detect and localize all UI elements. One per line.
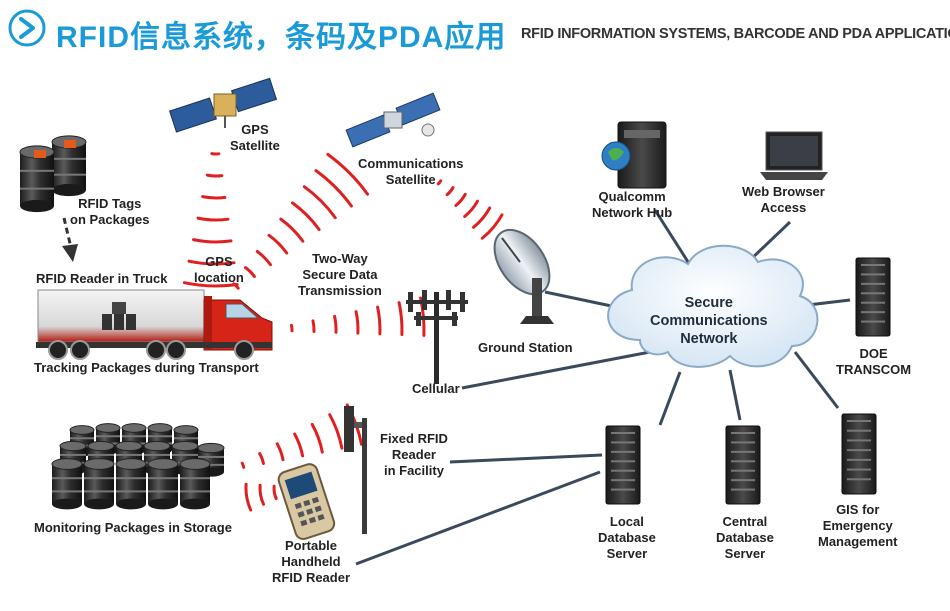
laptop-icon <box>760 131 828 180</box>
handheld-rfid-reader-icon <box>277 463 336 540</box>
arrow-down-icon <box>62 217 78 262</box>
signal-arc <box>480 213 504 240</box>
signal-arc <box>279 217 305 243</box>
label-rfid-reader-truck: RFID Reader in Truck <box>36 271 168 286</box>
drum-icon <box>115 458 147 510</box>
link-gis <box>793 351 840 409</box>
signal-arc <box>354 310 360 335</box>
fixed-rfid-reader-icon <box>344 406 367 534</box>
label-monitoring-storage: Monitoring Packages in Storage <box>34 520 232 535</box>
communications-satellite-icon <box>345 92 441 148</box>
signal-arc <box>463 199 479 218</box>
label-tracking-transport: Tracking Packages during Transport <box>34 360 259 375</box>
server-rack-icon <box>855 257 891 337</box>
signal-arc <box>310 422 324 454</box>
link-handheld <box>355 470 601 566</box>
signal-arc <box>272 484 278 501</box>
link-web-browser <box>746 220 792 264</box>
signal-arc <box>333 314 338 334</box>
label-cellular: Cellular <box>412 381 460 396</box>
signal-arc <box>290 323 294 333</box>
network-hub-tower-icon <box>601 121 667 189</box>
network-links <box>355 209 851 566</box>
drum-icon <box>197 442 225 477</box>
signal-arc <box>445 186 455 197</box>
signal-arc <box>196 216 230 222</box>
signal-arc <box>205 173 224 178</box>
signal-arc <box>258 483 265 506</box>
signal-arc <box>291 201 321 231</box>
signal-arc <box>240 461 246 469</box>
signal-arc <box>275 442 285 462</box>
link-local-db <box>658 371 682 426</box>
storage-drums <box>51 423 225 510</box>
signal-arc <box>255 250 272 267</box>
signal-arc <box>244 482 253 512</box>
link-fixed-reader <box>449 453 603 464</box>
chevron-right-circle-icon <box>8 9 46 47</box>
gps-satellite-icon <box>168 77 278 133</box>
drum-icon <box>51 458 83 510</box>
cellular-tower-icon <box>406 290 468 384</box>
signal-arc <box>267 233 289 255</box>
signal-arc <box>326 152 370 196</box>
signal-arc <box>397 301 404 337</box>
drum-icon <box>147 458 179 510</box>
signal-arc <box>376 305 382 336</box>
link-qualcomm <box>653 209 692 266</box>
server-rack-icon <box>841 413 877 495</box>
signal-arc <box>436 179 443 186</box>
drum-icon <box>179 458 211 510</box>
truck-cargo-drums <box>102 302 136 330</box>
signal-arc <box>232 282 240 290</box>
signal-arc <box>258 452 265 465</box>
signal-arc <box>244 266 256 278</box>
signal-arc <box>472 206 492 229</box>
satellite-dish-icon <box>493 228 554 324</box>
signal-arc <box>192 238 233 244</box>
label-ground-station: Ground Station <box>478 340 573 355</box>
server-rack-icon <box>605 425 641 505</box>
server-racks <box>605 257 891 505</box>
link-cellular <box>461 350 651 390</box>
signal-arc <box>454 192 467 207</box>
signal-arc <box>302 185 337 220</box>
drum-icon <box>51 135 87 197</box>
signal-arc <box>314 169 353 208</box>
drum-icon <box>83 458 115 510</box>
server-rack-icon <box>725 425 761 505</box>
signal-arc <box>328 413 344 450</box>
link-doe <box>807 298 851 307</box>
signal-arc <box>293 432 305 458</box>
network-cloud <box>607 244 819 368</box>
rfid-tagged-drums <box>19 135 87 213</box>
link-central-db <box>728 369 742 421</box>
page-header: RFID信息系统，条码及PDA应用 RFID INFORMATION SYSTE… <box>6 8 950 54</box>
signal-arc <box>187 259 236 266</box>
truck <box>36 289 273 360</box>
signal-arc <box>201 195 227 200</box>
page-subtitle: RFID INFORMATION SYSTEMS, BARCODE AND PD… <box>521 26 950 42</box>
signal-arc <box>311 319 316 333</box>
page-title: RFID信息系统，条码及PDA应用 <box>56 21 507 54</box>
